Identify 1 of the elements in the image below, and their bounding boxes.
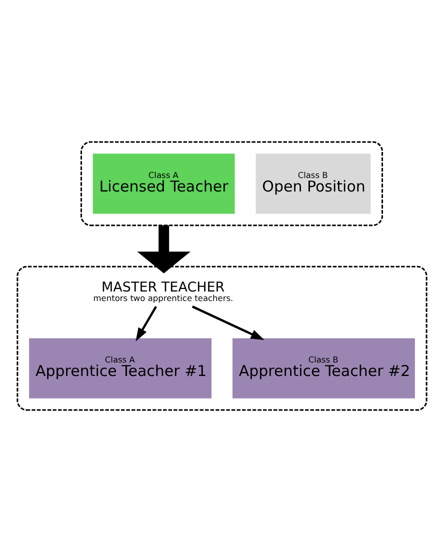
node-text: MASTER TEACHER mentors two apprentice teachers. [93,280,234,303]
